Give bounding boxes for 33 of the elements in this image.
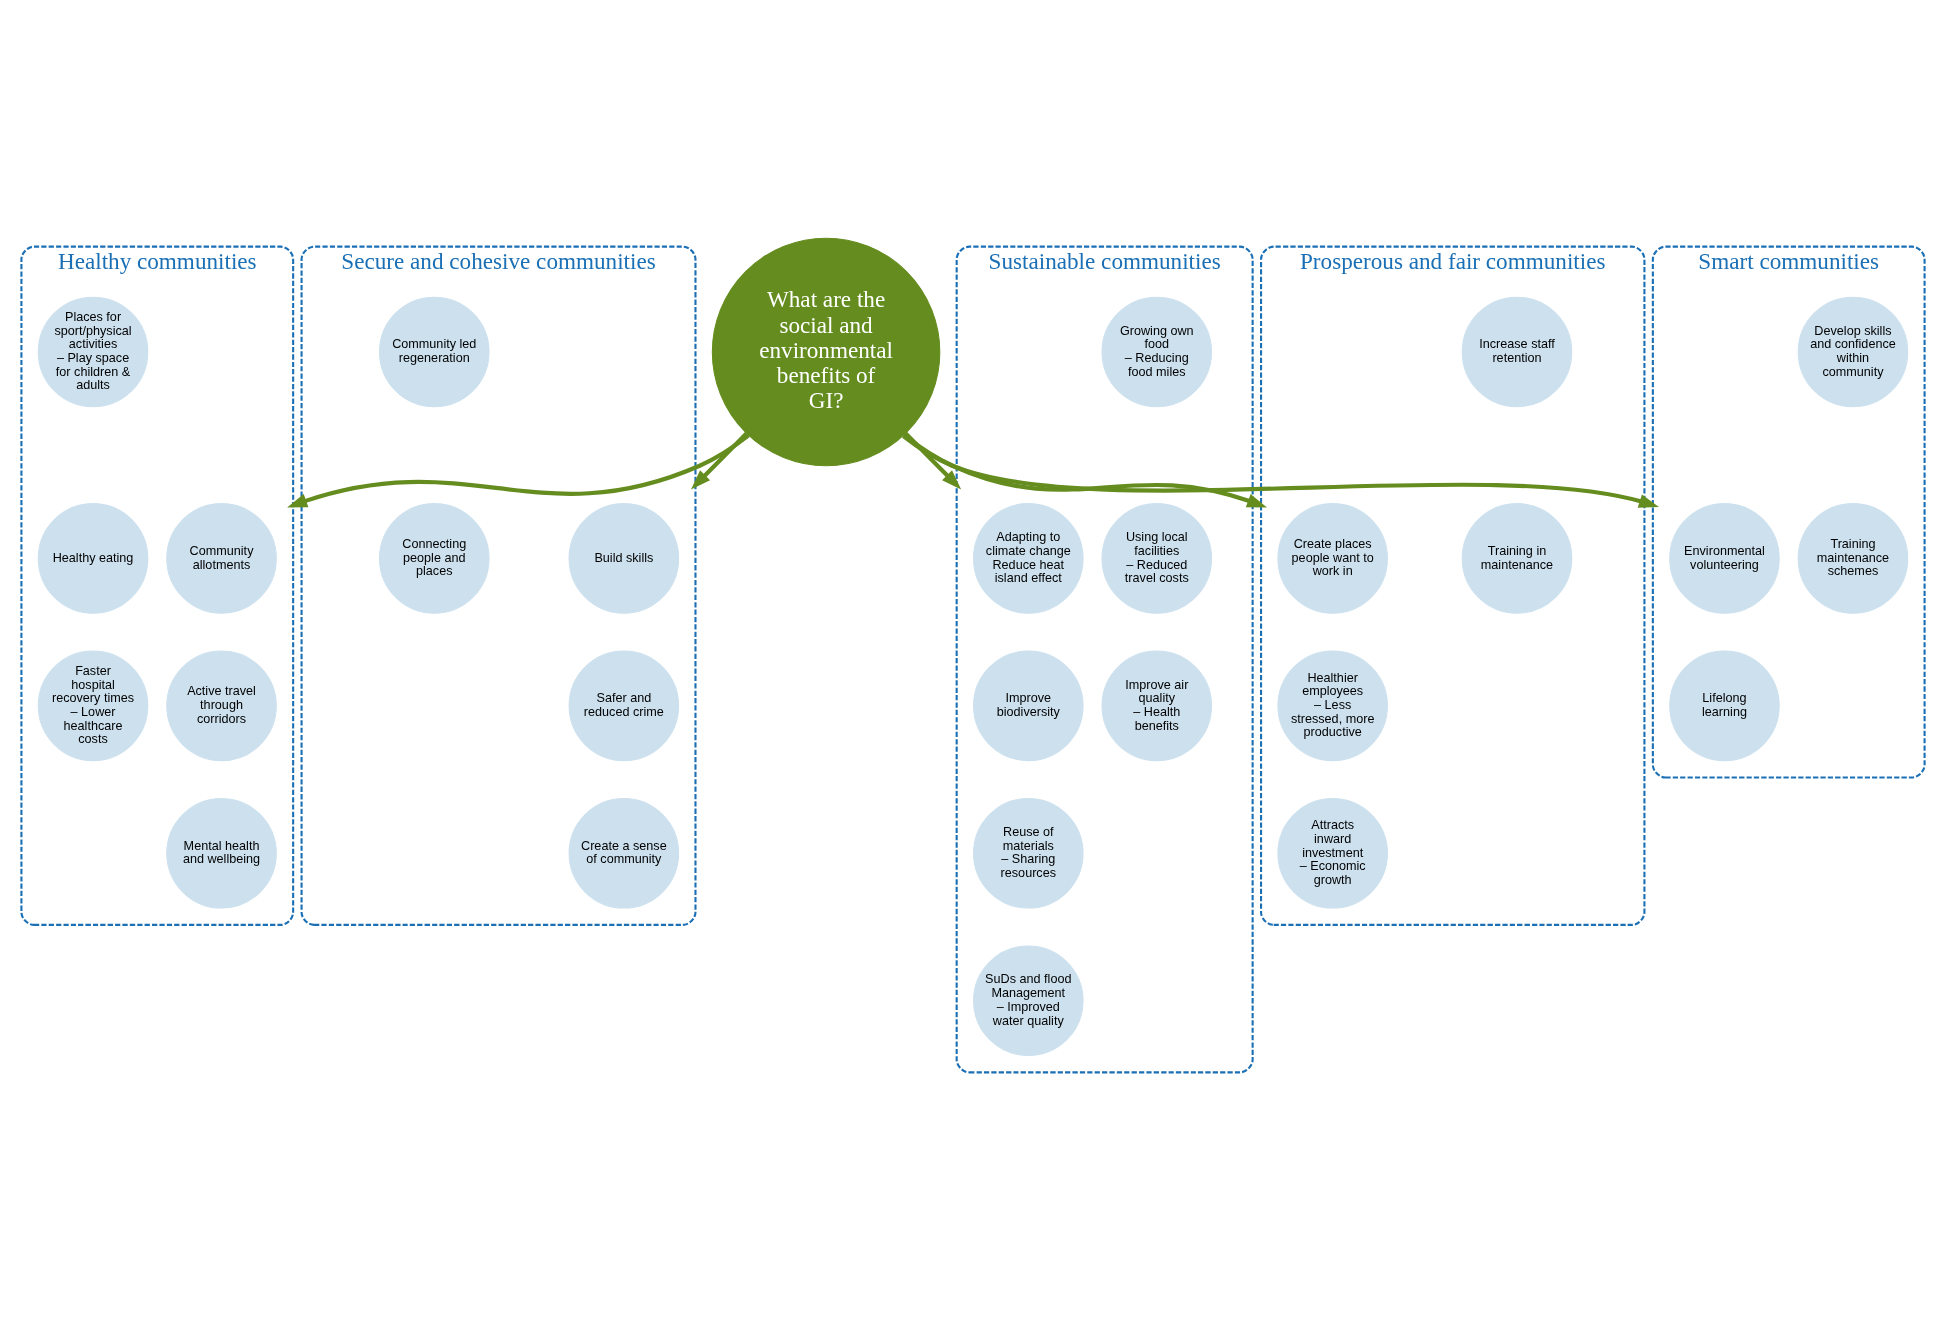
- node-circle: Reuse of materials – Sharing resources: [973, 797, 1084, 909]
- arrow: [902, 433, 1659, 508]
- node-circle: Lifelong learning: [1669, 650, 1780, 761]
- node-circle: Community allotments: [166, 502, 277, 614]
- node-circle: Create places people want to work in: [1277, 502, 1388, 614]
- node-circle: Faster hospital recovery times – Lower healthcare costs: [37, 650, 149, 761]
- arrow: [287, 433, 750, 507]
- node-circle: Build skills: [568, 502, 680, 614]
- node-circle: Active travel through corridors: [166, 650, 277, 761]
- node-circle: Growing own food – Reducing food miles: [1101, 296, 1213, 407]
- node-circle: Community led regeneration: [379, 296, 490, 407]
- node-circle: Mental health and wellbeing: [166, 797, 277, 909]
- node-circle: Places for sport/physical activities – Play space for children & adults: [37, 296, 149, 407]
- arrow: [691, 431, 748, 489]
- node-circle: Environmental volunteering: [1669, 502, 1780, 614]
- node-circle: Increase staff retention: [1461, 296, 1573, 407]
- arrow: [902, 433, 1268, 508]
- node-circle: Healthier employees – Less stressed, more productive: [1277, 650, 1388, 761]
- node-circle: Using local facilities – Reduced travel costs: [1101, 502, 1213, 614]
- node-circle: Connecting people and places: [379, 502, 490, 614]
- node-circle: Improve air quality – Health benefits: [1101, 650, 1213, 761]
- node-circle: SuDs and flood Management – Improved water quality: [973, 944, 1084, 1056]
- node-circle: Attracts inward investment – Economic growth: [1277, 797, 1388, 909]
- arrow: [904, 431, 962, 489]
- node-circle: Improve biodiversity: [973, 650, 1084, 761]
- node-circle: Training in maintenance: [1461, 502, 1573, 614]
- node-circle: Develop skills and confidence within community: [1797, 296, 1909, 407]
- node-circle: Create a sense of community: [568, 797, 680, 909]
- node-circle: What are the social and environmental benefits of GI?: [711, 237, 941, 466]
- node-circle: Training maintenance schemes: [1797, 502, 1909, 614]
- node-circle: Healthy eating: [37, 502, 149, 614]
- node-circle: Safer and reduced crime: [568, 650, 680, 761]
- node-circle: Adapting to climate change Reduce heat island effect: [973, 502, 1084, 614]
